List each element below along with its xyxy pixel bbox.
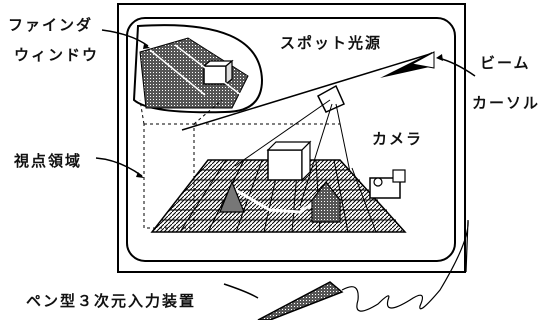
scene-house	[311, 181, 341, 223]
finder-leader	[101, 29, 149, 47]
beam-cursor	[181, 51, 435, 131]
display-screen	[126, 17, 456, 262]
monitor-frame	[117, 3, 466, 273]
camera-label: カメラ	[372, 130, 424, 148]
pen-leader	[223, 283, 259, 299]
viewpoint-region-label: 視点領域	[14, 152, 83, 170]
pen-device-label: ペン型３次元入力装置	[26, 292, 197, 310]
pen-cable	[341, 219, 469, 312]
beam-cursor-label-line2: カーソル	[472, 94, 541, 112]
finder-window-label-line2: ウィンドウ	[14, 46, 100, 64]
finder-window	[132, 24, 264, 114]
scene-pyramid	[219, 180, 245, 213]
beam-cursor-label-line1: ビーム	[480, 54, 531, 72]
spot-light	[234, 84, 351, 207]
scene-cube	[266, 140, 312, 182]
pen-device	[257, 281, 344, 321]
beam-leader	[437, 57, 476, 77]
finder-window-label-line1: ファインダ	[8, 16, 94, 34]
viewpoint-region	[139, 99, 340, 229]
spot-light-label: スポット光源	[280, 34, 383, 52]
